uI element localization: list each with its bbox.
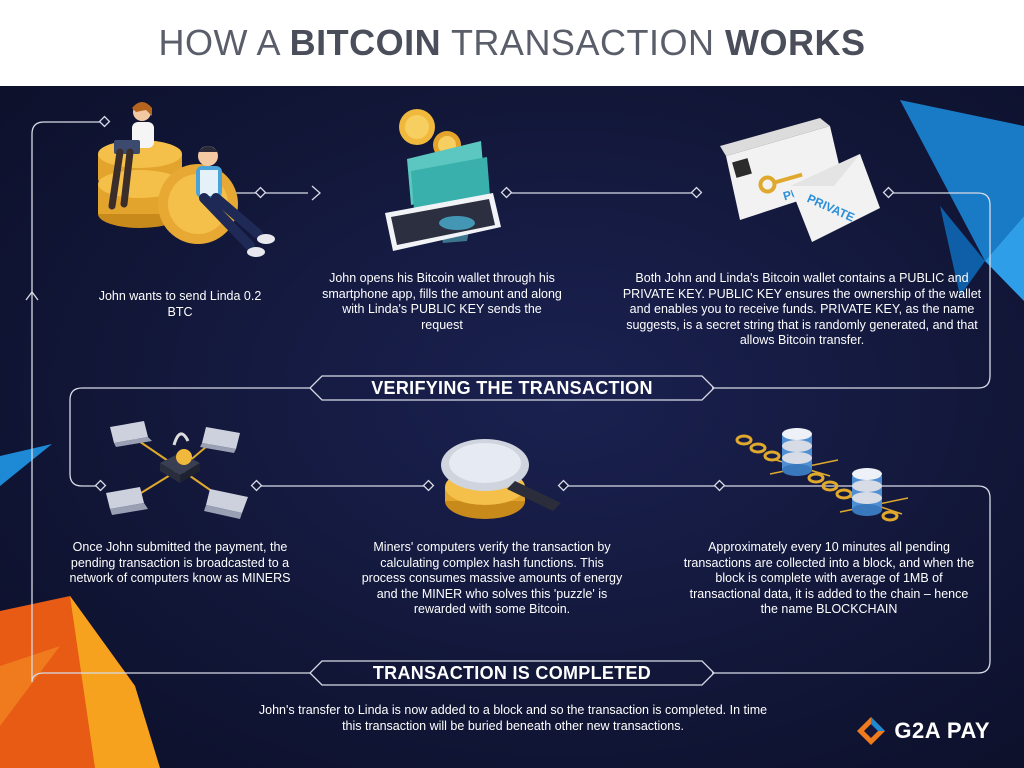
header: HOW A BITCOIN TRANSACTION WORKS: [0, 0, 1024, 86]
step-6-text: Approximately every 10 minutes all pendi…: [683, 540, 975, 616]
phone-wallet-illustration: [385, 109, 501, 251]
step-4-text: Once John submitted the payment, the pen…: [69, 540, 291, 585]
title-bold-bitcoin: BITCOIN: [289, 22, 442, 63]
page-title: HOW A BITCOIN TRANSACTION WORKS: [159, 22, 866, 64]
john-linda-coins-illustration: [98, 102, 275, 257]
title-middle: TRANSACTION: [450, 22, 715, 63]
title-bold-works: WORKS: [724, 22, 866, 63]
magnifier-coin-illustration: [441, 439, 561, 519]
step-2-text: John opens his Bitcoin wallet through hi…: [322, 271, 562, 332]
step-5-text: Miners' computers verify the transaction…: [361, 540, 623, 616]
brand-name: G2A PAY: [894, 718, 990, 743]
completed-banner: TRANSACTION IS COMPLETED: [372, 663, 652, 683]
verifying-banner: VERIFYING THE TRANSACTION: [371, 378, 653, 398]
g2a-pay-logo: G2A PAY: [856, 716, 990, 746]
public-private-keys-illustration: PUBLIC PRIVATE: [720, 118, 880, 242]
blockchain-illustration: [735, 428, 909, 522]
g2a-diamond-icon: [857, 717, 886, 745]
miners-network-illustration: [106, 421, 248, 519]
infographic-body: PUBLIC PRIVATE: [0, 86, 1024, 768]
decor-shapes: [0, 100, 1024, 768]
title-prefix: HOW A: [158, 22, 280, 63]
footer-text: John's transfer to Linda is now added to…: [258, 703, 768, 733]
step-3-text: Both John and Linda's Bitcoin wallet con…: [622, 271, 982, 347]
step-1-text: John wants to send Linda 0.2 BTC: [98, 289, 262, 319]
